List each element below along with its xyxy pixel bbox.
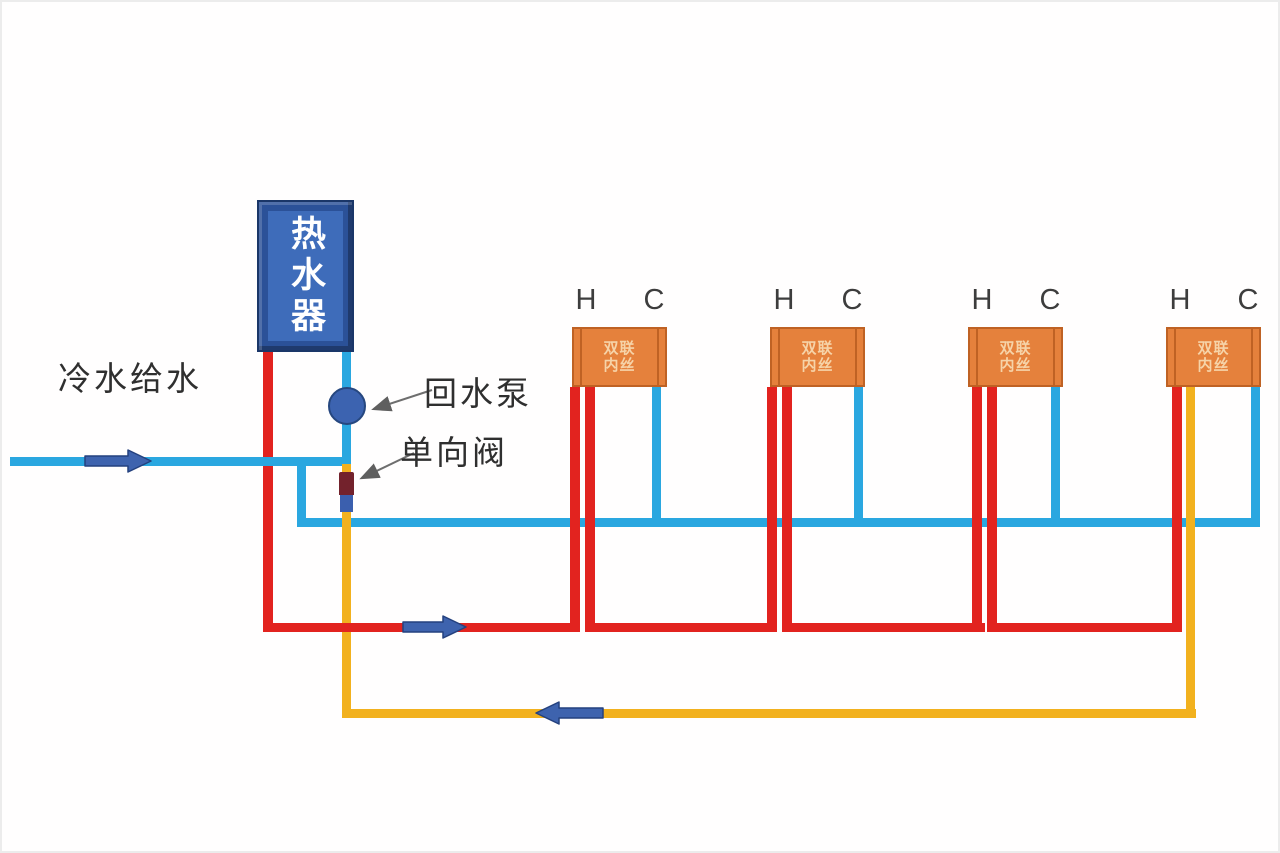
- pipe-hot-riser-1-down: [585, 387, 595, 632]
- fixture-4: H C 双联 内丝: [1166, 284, 1261, 387]
- pipe-hot-riser-1-up: [570, 387, 580, 632]
- pipe-cold-riser-1: [652, 387, 661, 527]
- water-heater-label: 热水器: [286, 214, 325, 338]
- pipe-hot-heater-riser: [263, 350, 273, 632]
- pipe-return-main: [342, 709, 1196, 718]
- pipe-return-riser-left: [342, 464, 351, 718]
- fixture-cap-right: [1251, 329, 1253, 385]
- fixture-box: 双联 内丝: [572, 327, 667, 387]
- pipe-hot-riser-4: [1172, 387, 1182, 632]
- fixture-2: H C 双联 内丝: [770, 284, 865, 387]
- pipe-hot-main-a: [263, 623, 580, 632]
- fixture-box: 双联 内丝: [770, 327, 865, 387]
- fixture-label: 双联 内丝: [603, 340, 636, 374]
- pipe-hot-riser-2-down: [782, 387, 792, 632]
- check-valve-icon: [339, 472, 354, 512]
- hot-port-label: H: [575, 284, 597, 316]
- check-valve-body: [339, 472, 354, 495]
- cold-supply-label: 冷水给水: [58, 360, 202, 397]
- cold-port-label: C: [1039, 284, 1061, 316]
- pipe-hot-riser-3-up: [972, 387, 982, 632]
- fixture-box: 双联 内丝: [1166, 327, 1261, 387]
- fixture-cap-left: [778, 329, 780, 385]
- hot-port-label: H: [971, 284, 993, 316]
- pipe-cold-distribution: [297, 518, 1260, 527]
- pipe-hot-main-c: [782, 623, 985, 632]
- fixture-cap-left: [1174, 329, 1176, 385]
- pipe-cold-riser-3: [1051, 387, 1060, 527]
- fixture-1: H C 双联 内丝: [572, 284, 667, 387]
- hot-port-label: H: [1169, 284, 1191, 316]
- fixture-3: H C 双联 内丝: [968, 284, 1063, 387]
- hot-port-label: H: [773, 284, 795, 316]
- pipe-cold-supply-main: [10, 457, 351, 466]
- cold-port-label: C: [841, 284, 863, 316]
- pipe-cold-riser-2: [854, 387, 863, 527]
- pipe-return-riser-right: [1186, 387, 1195, 718]
- fixture-label: 双联 内丝: [801, 340, 834, 374]
- check-valve-label: 单向阀: [400, 434, 508, 471]
- pipe-cold-branch-down: [297, 457, 306, 526]
- fixture-cap-right: [1053, 329, 1055, 385]
- pipe-hot-main-d: [987, 623, 1182, 632]
- fixture-label: 双联 内丝: [999, 340, 1032, 374]
- pipe-hot-main-b: [585, 623, 777, 632]
- water-heater-panel: 热水器: [268, 211, 343, 341]
- water-heater: 热水器: [257, 200, 354, 352]
- fixture-label: 双联 内丝: [1197, 340, 1230, 374]
- fixture-cap-left: [976, 329, 978, 385]
- fixture-cap-left: [580, 329, 582, 385]
- fixture-box: 双联 内丝: [968, 327, 1063, 387]
- pipe-cold-riser-4: [1251, 387, 1260, 527]
- fixture-cap-right: [855, 329, 857, 385]
- cold-port-label: C: [643, 284, 665, 316]
- cold-port-label: C: [1237, 284, 1259, 316]
- fixture-cap-right: [657, 329, 659, 385]
- pipe-hot-riser-2-up: [767, 387, 777, 632]
- pipe-hot-riser-3-down: [987, 387, 997, 632]
- pump-label: 回水泵: [424, 375, 532, 412]
- check-valve-seat: [340, 495, 353, 512]
- pump-icon: [328, 387, 366, 425]
